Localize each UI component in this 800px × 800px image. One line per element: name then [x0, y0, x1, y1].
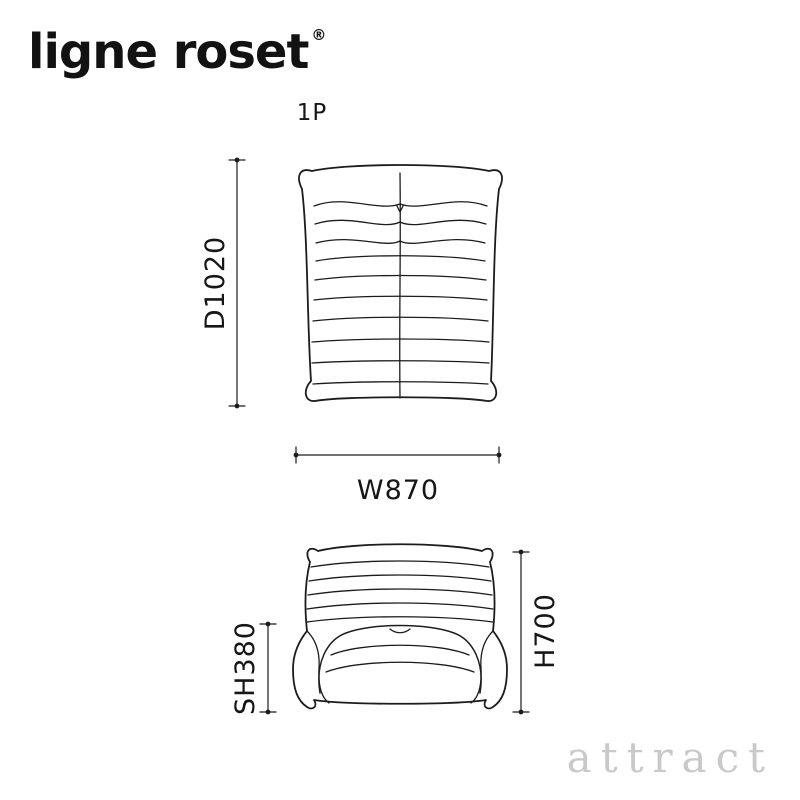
- chair-front-view-drawing: [292, 543, 508, 710]
- dimension-line-width: [295, 446, 500, 464]
- front-view-arms: [306, 630, 494, 704]
- top-view-outline: [298, 164, 503, 402]
- dimension-height-label: H700: [530, 593, 561, 669]
- brand-logo-text: ligne roset: [28, 24, 309, 80]
- dimension-line-height: [512, 551, 530, 713]
- brand-logo: ligne roset®: [28, 24, 326, 80]
- dimension-line-depth: [228, 159, 246, 407]
- dimension-seat-height-label: SH380: [230, 621, 261, 715]
- watermark-text: attract: [566, 733, 774, 782]
- dimension-depth-label: D1020: [200, 235, 231, 331]
- registered-mark: ®: [311, 26, 326, 44]
- dimension-end-dots: [234, 157, 524, 715]
- top-view-center-seam: [399, 172, 401, 399]
- dimension-line-seat-height: [259, 623, 277, 713]
- front-view-outline: [292, 543, 508, 710]
- dimension-width-label: W870: [356, 475, 440, 506]
- front-view-back-ribs: [306, 560, 494, 623]
- top-view-cushion-folds: [311, 201, 490, 385]
- chair-top-view-drawing: [298, 164, 503, 402]
- front-view-seat-cushion: [318, 624, 482, 694]
- variant-label: 1P: [296, 100, 328, 126]
